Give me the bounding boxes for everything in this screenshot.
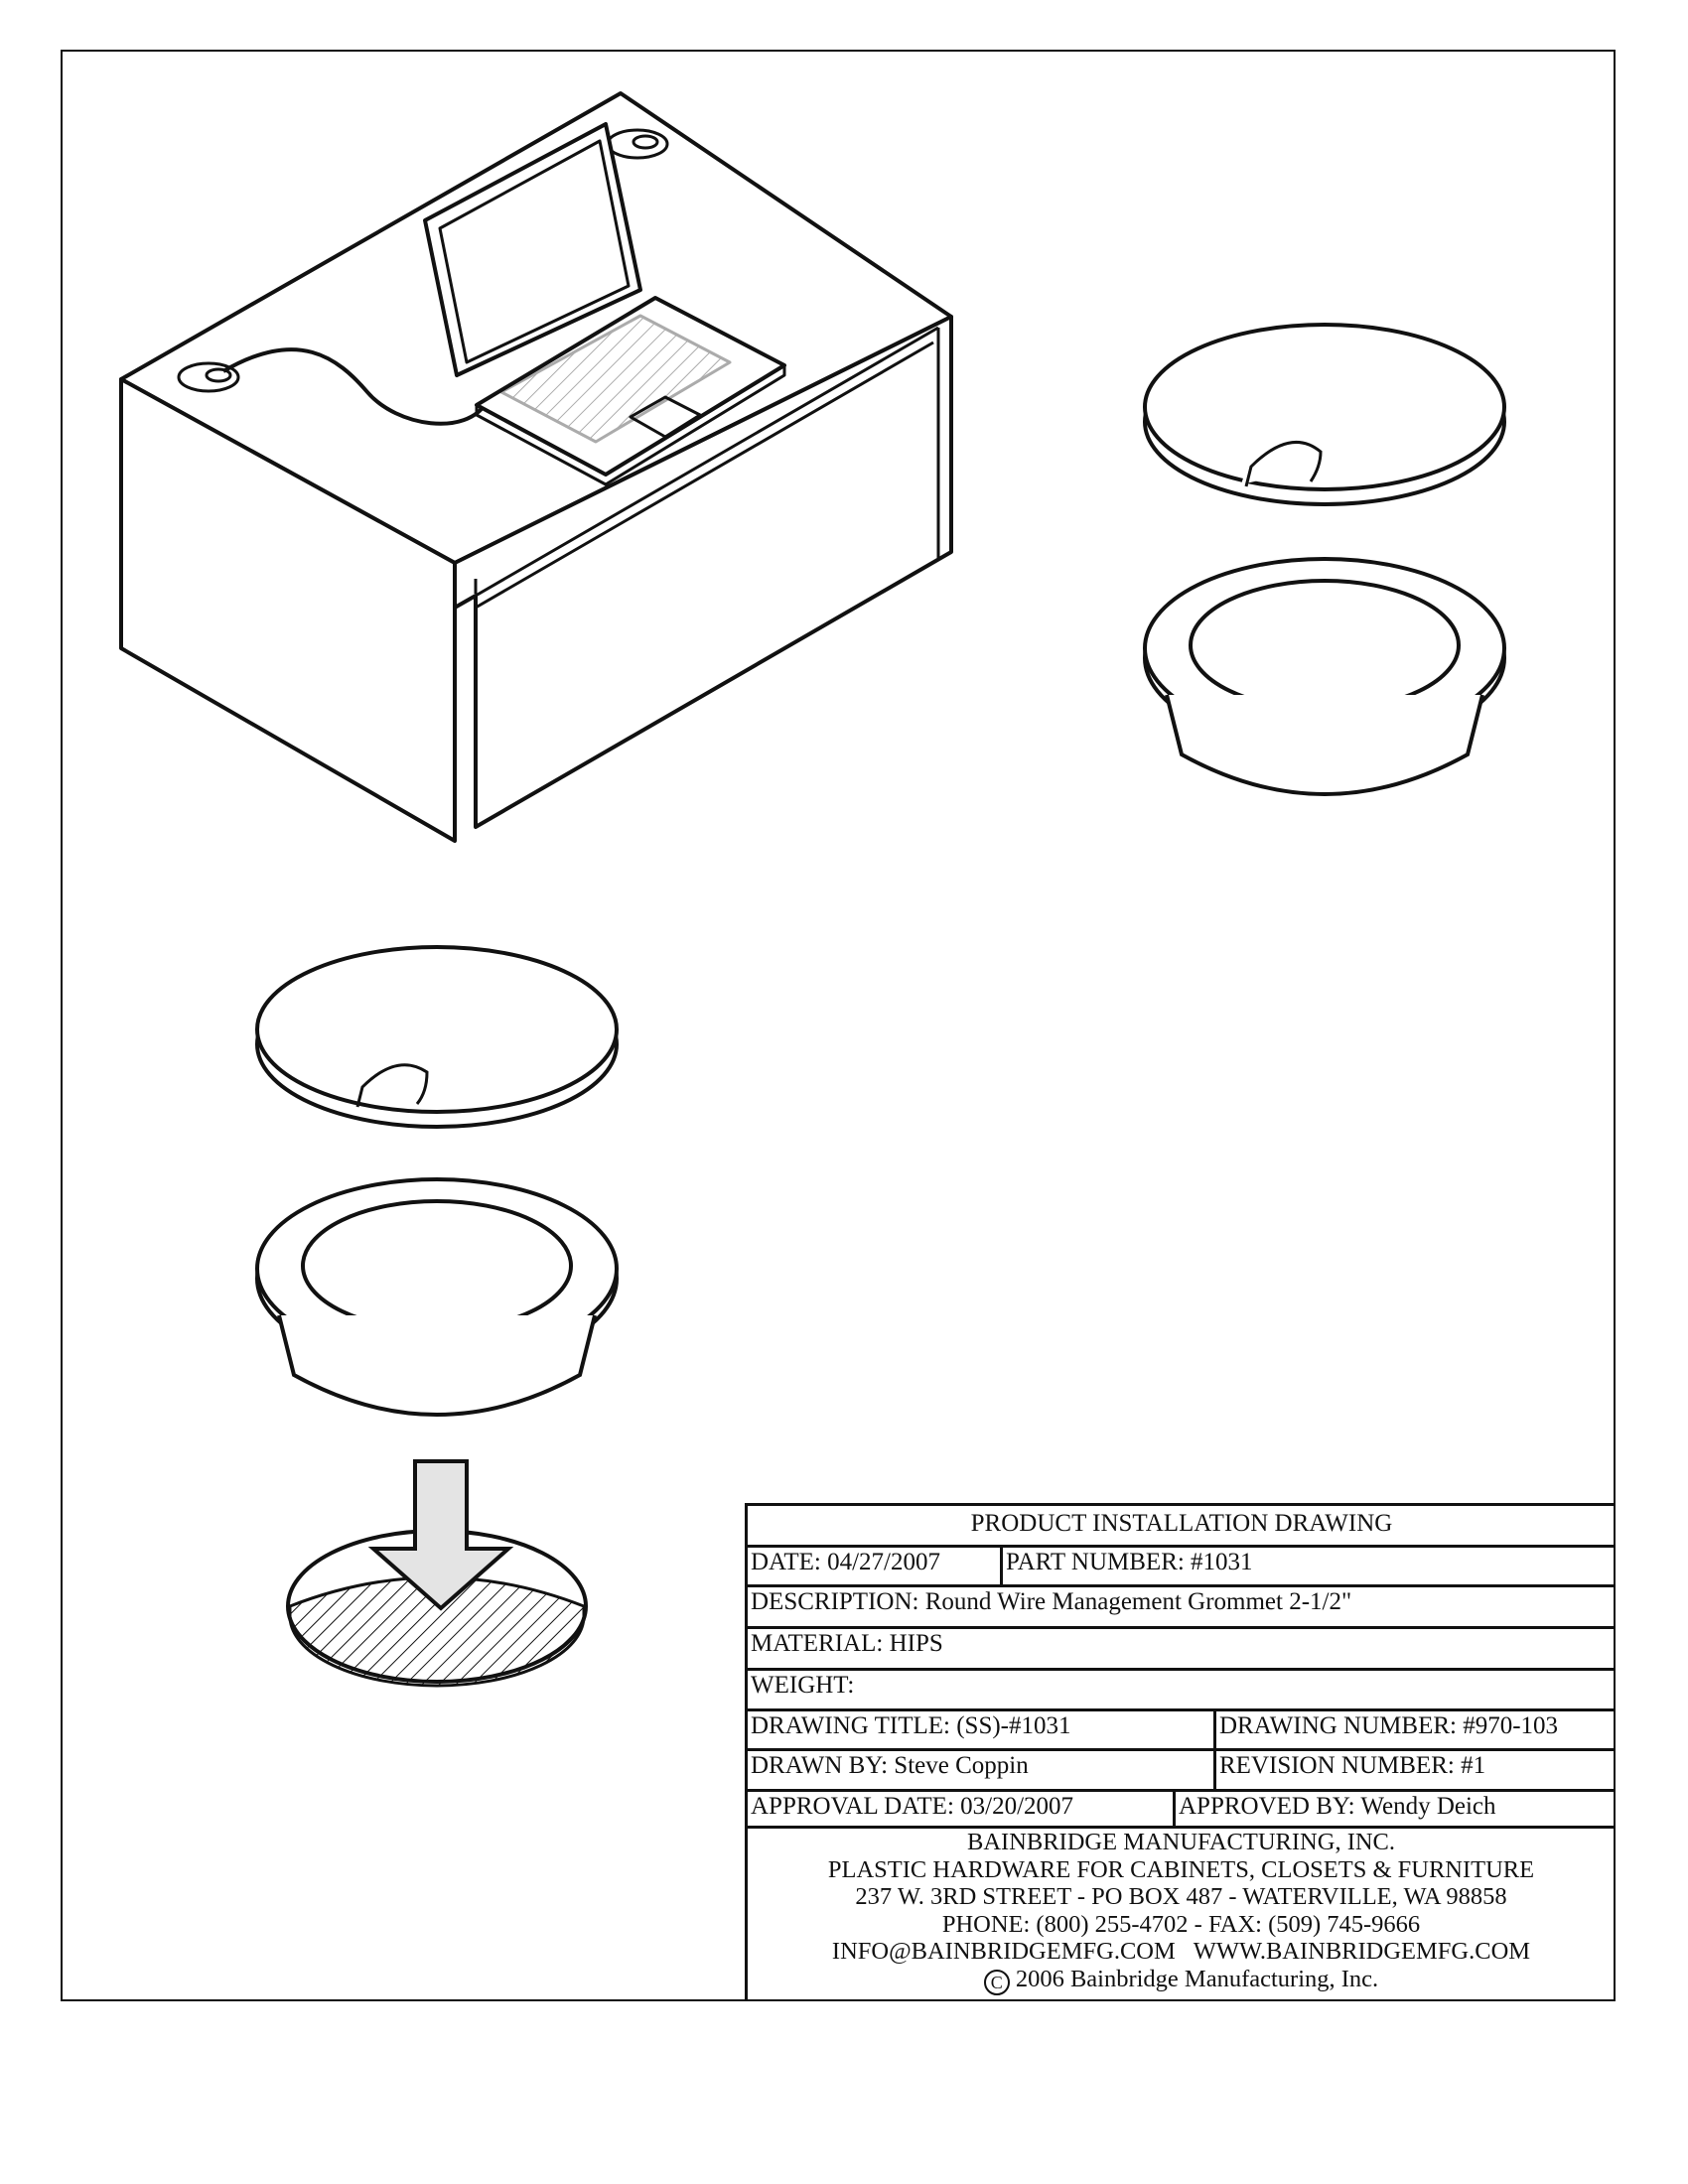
company-email-web: INFO@BAINBRIDGEMFG.COM WWW.BAINBRIDGEMFG… <box>831 1938 1531 1965</box>
drawing-border <box>61 50 1616 2001</box>
desk-illustration <box>119 91 953 843</box>
company-phone-fax: PHONE: (800) 255-4702 - FAX: (509) 745-9… <box>941 1910 1421 1938</box>
part-number-field: PART NUMBER: #1031 <box>1006 1549 1253 1575</box>
approved-by-field: APPROVED BY: Wendy Deich <box>1179 1793 1496 1820</box>
laptop-cable <box>221 347 497 426</box>
approval-date-field: APPROVAL DATE: 03/20/2007 <box>748 1789 1176 1826</box>
description-field: DESCRIPTION: Round Wire Management Gromm… <box>751 1588 1352 1615</box>
company-tagline: PLASTIC HARDWARE FOR CABINETS, CLOSETS &… <box>827 1855 1535 1883</box>
title-block: PRODUCT INSTALLATION DRAWING DATE: 04/27… <box>745 1503 1615 2000</box>
copyright-icon: C <box>983 1969 1010 1995</box>
company-info: BAINBRIDGE MANUFACTURING, INC. PLASTIC H… <box>748 1826 1615 1995</box>
grommet-exploded-left <box>255 945 619 1417</box>
company-name: BAINBRIDGE MANUFACTURING, INC. <box>966 1829 1396 1855</box>
laptop-illustration <box>423 122 786 486</box>
date-field: DATE: 04/27/2007 <box>748 1545 1003 1584</box>
drawing-number-field: DRAWING NUMBER: #970-103 <box>1219 1712 1559 1739</box>
weight-field: WEIGHT: <box>751 1672 855 1699</box>
revision-number-field: REVISION NUMBER: #1 <box>1219 1752 1486 1779</box>
desk-grommet-right <box>606 128 669 160</box>
copyright-text: 2006 Bainbridge Manufacturing, Inc. <box>1015 1965 1379 1992</box>
material-field: MATERIAL: HIPS <box>751 1630 943 1657</box>
company-address: 237 W. 3RD STREET - PO BOX 487 - WATERVI… <box>855 1883 1507 1910</box>
grommet-exploded-top-right <box>1143 323 1506 796</box>
title-block-heading: PRODUCT INSTALLATION DRAWING <box>970 1510 1393 1537</box>
drawing-title-field: DRAWING TITLE: (SS)-#1031 <box>748 1708 1216 1748</box>
down-arrow-icon <box>367 1459 514 1611</box>
drawn-by-field: DRAWN BY: Steve Coppin <box>748 1748 1216 1789</box>
